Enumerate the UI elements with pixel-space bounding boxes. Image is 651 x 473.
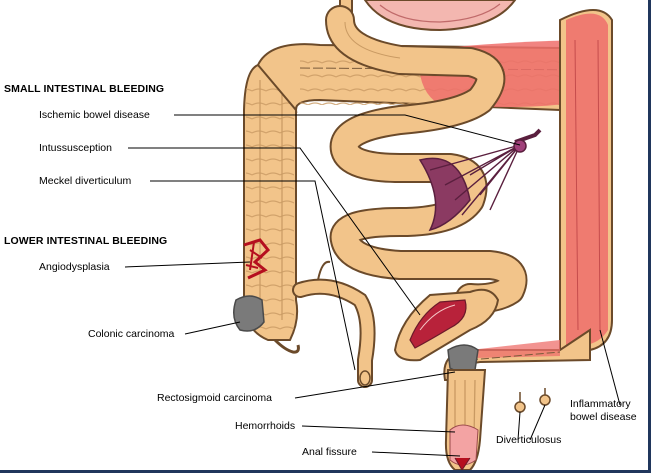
diverticula [514,388,551,413]
mesenteric-vessels [418,128,542,232]
appendix [273,338,300,354]
label-ischemic-bowel-disease: Ischemic bowel disease [39,109,150,121]
label-anal-fissure: Anal fissure [302,446,357,458]
label-intussusception: Intussusception [39,142,112,154]
header-small-intestinal-bleeding: SMALL INTESTINAL BLEEDING [4,83,165,95]
intussusception-lesion [393,288,500,362]
leader-anal-fissure [371,451,461,457]
leader-rectosigmoid [294,371,456,399]
label-inflammatory: Inflammatory [570,398,631,410]
label-rectosigmoid-carcinoma: Rectosigmoid carcinoma [157,392,272,404]
label-diverticulosus: Diverticulosus [496,434,562,446]
leader-diverticulosus [517,404,546,441]
colonic-carcinoma-mass [233,295,265,332]
label-colonic-carcinoma: Colonic carcinoma [88,328,175,340]
label-angiodysplasia: Angiodysplasia [39,261,110,273]
leader-angiodysplasia [124,261,251,268]
cecal-pouch [359,370,371,386]
rectum [444,369,487,471]
terminal-ileum [292,278,376,388]
rectosigmoid-carcinoma-mass [447,344,479,373]
leader-lines [124,114,621,457]
label-meckel-diverticulum: Meckel diverticulum [39,175,132,187]
stomach-fragment [339,0,517,32]
label-bowel-disease: bowel disease [570,411,637,423]
leader-ibd [599,329,621,406]
small-intestine [325,5,528,314]
angiodysplasia-lesion [243,238,271,280]
descending-colon [559,9,613,351]
leader-ischemic [174,114,521,146]
leader-colonic-carcinoma [184,321,241,335]
meckel-diverticulum [317,260,331,281]
leader-hemorrhoids [301,425,456,433]
header-lower-intestinal-bleeding: LOWER INTESTINAL BLEEDING [4,235,168,247]
leader-meckel [150,180,356,371]
ascending-colon [243,60,299,341]
leader-intussusception [128,147,421,316]
label-hemorrhoids: Hemorrhoids [235,420,296,432]
